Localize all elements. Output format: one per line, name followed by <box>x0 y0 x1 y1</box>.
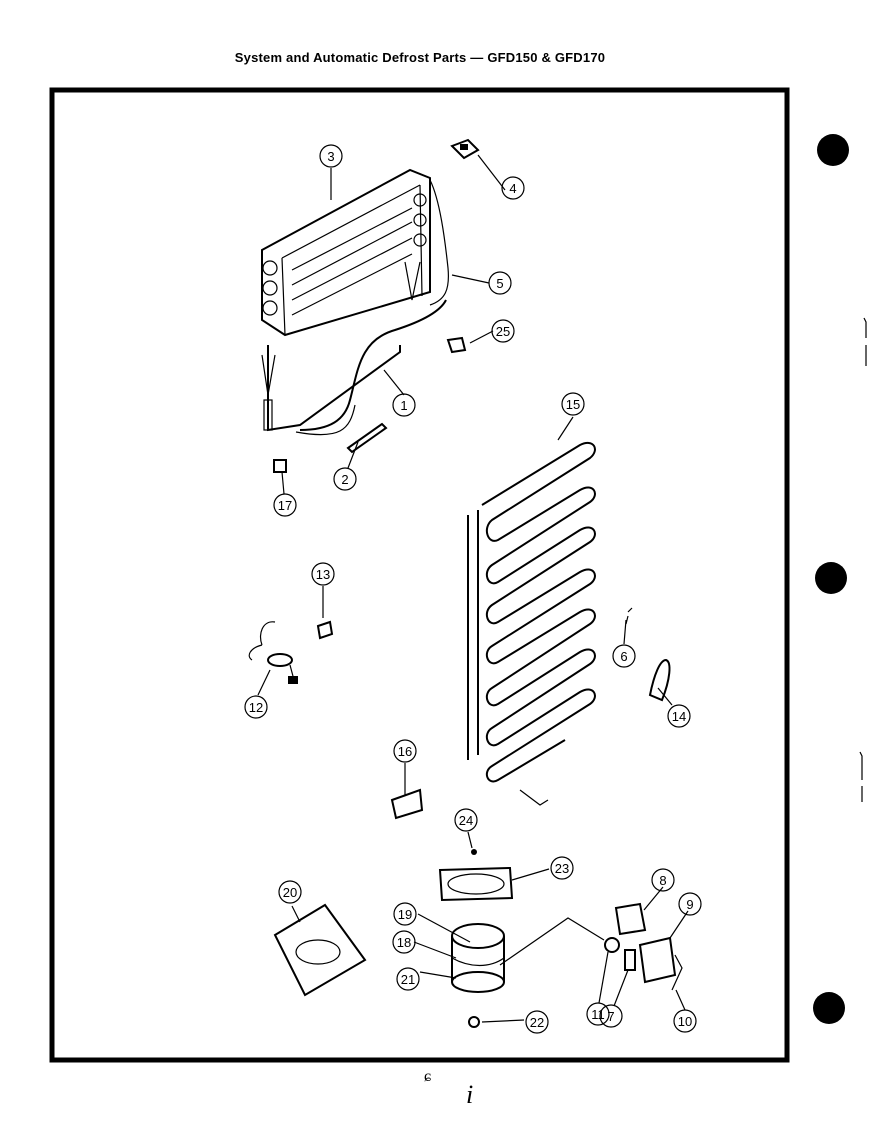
svg-text:8: 8 <box>659 873 666 888</box>
svg-text:23: 23 <box>555 861 569 876</box>
svg-text:24: 24 <box>459 813 473 828</box>
callout-17: 17 <box>273 493 297 517</box>
retainer-clip <box>273 459 287 473</box>
svg-text:18: 18 <box>397 935 411 950</box>
callout-15: 15 <box>561 392 585 416</box>
footer-mark-right: i <box>466 1080 474 1109</box>
svg-text:1: 1 <box>400 398 407 413</box>
drain-pan <box>438 849 514 902</box>
callout-11: 11 <box>586 1002 610 1026</box>
callout-14: 14 <box>667 704 691 728</box>
svg-text:22: 22 <box>530 1015 544 1030</box>
binder-hole-middle <box>815 562 847 594</box>
compressor-line <box>499 917 605 966</box>
wire-harness <box>404 179 450 306</box>
callout-13: 13 <box>311 562 335 586</box>
page-title: System and Automatic Defrost Parts — GFD… <box>234 50 606 65</box>
svg-text:25: 25 <box>496 324 510 339</box>
callout-7: 7 <box>599 1004 623 1028</box>
diagram-frame <box>49 87 790 1063</box>
callout-16: 16 <box>393 739 417 763</box>
svg-text:3: 3 <box>327 149 334 164</box>
leader-lines <box>257 154 689 1023</box>
callout-1: 1 <box>392 393 416 417</box>
clip-part <box>446 336 467 354</box>
callout-2: 2 <box>333 467 357 491</box>
svg-text:15: 15 <box>566 397 580 412</box>
compressor <box>451 923 505 993</box>
margin-mark-2 <box>859 751 863 802</box>
svg-text:10: 10 <box>678 1014 692 1029</box>
svg-text:6: 6 <box>620 649 627 664</box>
svg-text:2: 2 <box>341 472 348 487</box>
callout-10: 10 <box>673 1009 697 1033</box>
terminal-block <box>450 138 480 160</box>
callout-21: 21 <box>396 967 420 991</box>
callout-23: 23 <box>550 856 574 880</box>
screw-part <box>625 607 633 625</box>
callout-3: 3 <box>319 144 343 168</box>
svg-text:16: 16 <box>398 744 412 759</box>
svg-text:21: 21 <box>401 972 415 987</box>
drain-trough <box>346 422 388 454</box>
svg-text:13: 13 <box>316 567 330 582</box>
heater-lead <box>295 404 356 436</box>
evaporator-assembly <box>261 168 431 432</box>
callout-12: 12 <box>244 695 268 719</box>
svg-text:4: 4 <box>509 181 516 196</box>
callout-24: 24 <box>454 808 478 832</box>
svg-text:17: 17 <box>278 498 292 513</box>
footer-mark-left: ɕ <box>424 1068 432 1085</box>
condenser-coil <box>467 441 596 806</box>
callout-19: 19 <box>393 902 417 926</box>
svg-text:7: 7 <box>607 1009 614 1024</box>
defrost-heater <box>299 299 447 431</box>
svg-text:5: 5 <box>496 276 503 291</box>
grommet-part <box>468 1016 480 1028</box>
relay-overload-group <box>604 902 683 991</box>
cord-assembly <box>248 621 298 684</box>
svg-text:12: 12 <box>249 700 263 715</box>
callout-22: 22 <box>525 1010 549 1034</box>
margin-mark-1 <box>863 317 867 366</box>
callout-5: 5 <box>488 271 512 295</box>
callout-4: 4 <box>501 176 525 200</box>
svg-text:11: 11 <box>591 1007 605 1022</box>
svg-text:19: 19 <box>398 907 412 922</box>
svg-text:20: 20 <box>283 885 297 900</box>
callout-25: 25 <box>491 319 515 343</box>
binder-hole-top <box>817 134 849 166</box>
callout-9: 9 <box>678 892 702 916</box>
bracket-part <box>648 658 671 702</box>
svg-text:9: 9 <box>686 897 693 912</box>
callout-18: 18 <box>392 930 416 954</box>
switch-part <box>316 620 334 640</box>
binder-hole-bottom <box>813 992 845 1024</box>
callout-20: 20 <box>278 880 302 904</box>
base-plate <box>273 903 367 997</box>
svg-text:14: 14 <box>672 709 686 724</box>
callout-8: 8 <box>651 868 675 892</box>
callout-6: 6 <box>612 644 636 668</box>
mounting-bracket <box>390 788 424 820</box>
